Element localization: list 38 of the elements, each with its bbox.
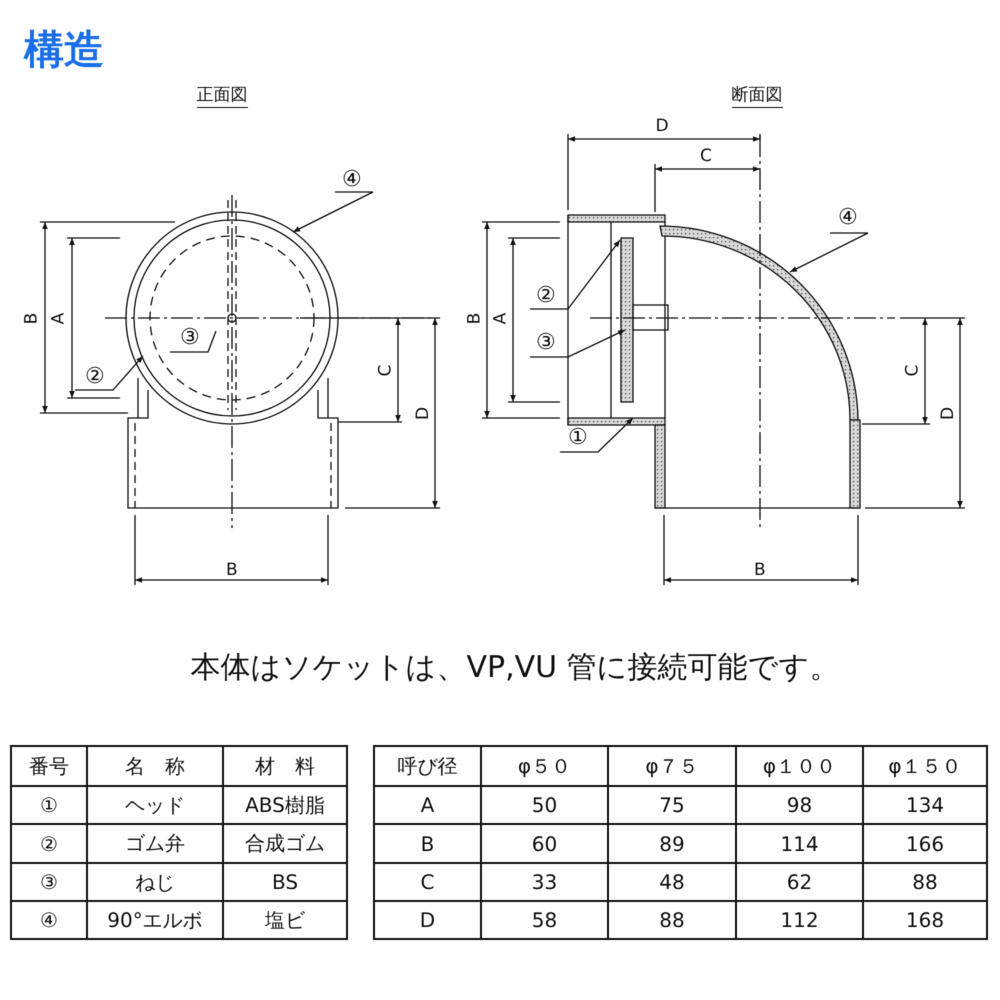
dimension-label: B <box>23 312 40 324</box>
callout-number: ④ <box>342 169 362 191</box>
table-header-cell: 呼び径 <box>373 745 482 787</box>
callout-number: ① <box>568 427 588 449</box>
callout-number: ③ <box>180 327 200 349</box>
leader-line <box>170 330 217 353</box>
table-header-cell: 番号 <box>10 745 88 787</box>
view-title: 断面図 <box>732 86 782 108</box>
leader-line <box>530 329 626 358</box>
callout-number: ② <box>536 285 556 307</box>
dimension-label: C <box>377 364 394 376</box>
dimension-label: D <box>414 406 432 420</box>
dimension-label: B <box>226 562 238 578</box>
title: 構造 <box>24 30 104 70</box>
dimension-label: B <box>466 312 484 324</box>
dimension-label: A <box>492 312 510 324</box>
view-title: 正面図 <box>196 86 248 108</box>
callout-number: ② <box>85 366 105 388</box>
dimension-label: C <box>904 364 922 376</box>
table-header-cell: 材 料 <box>222 745 348 787</box>
note-text: 本体はソケットは、VP,VU 管に接続可能です。 <box>190 653 840 683</box>
table-cell: 168 <box>862 900 988 940</box>
leader-line <box>790 232 869 273</box>
table-cell: 塩ビ <box>222 900 348 940</box>
dimension-label: B <box>754 562 766 578</box>
leader-line <box>75 356 144 391</box>
leader-line <box>560 418 634 453</box>
callout-number: ④ <box>838 207 858 229</box>
table-cell: ④ <box>10 900 88 940</box>
dimension-label: A <box>50 312 68 324</box>
table-header-cell: φ１５０ <box>862 745 988 787</box>
leader-line <box>292 191 374 233</box>
dimension-label: D <box>940 406 957 420</box>
dimension-label: C <box>700 148 712 164</box>
leader-line <box>530 240 621 310</box>
dimension-label: D <box>656 118 669 134</box>
callout-number: ③ <box>536 332 556 354</box>
table-cell: D <box>373 900 482 940</box>
